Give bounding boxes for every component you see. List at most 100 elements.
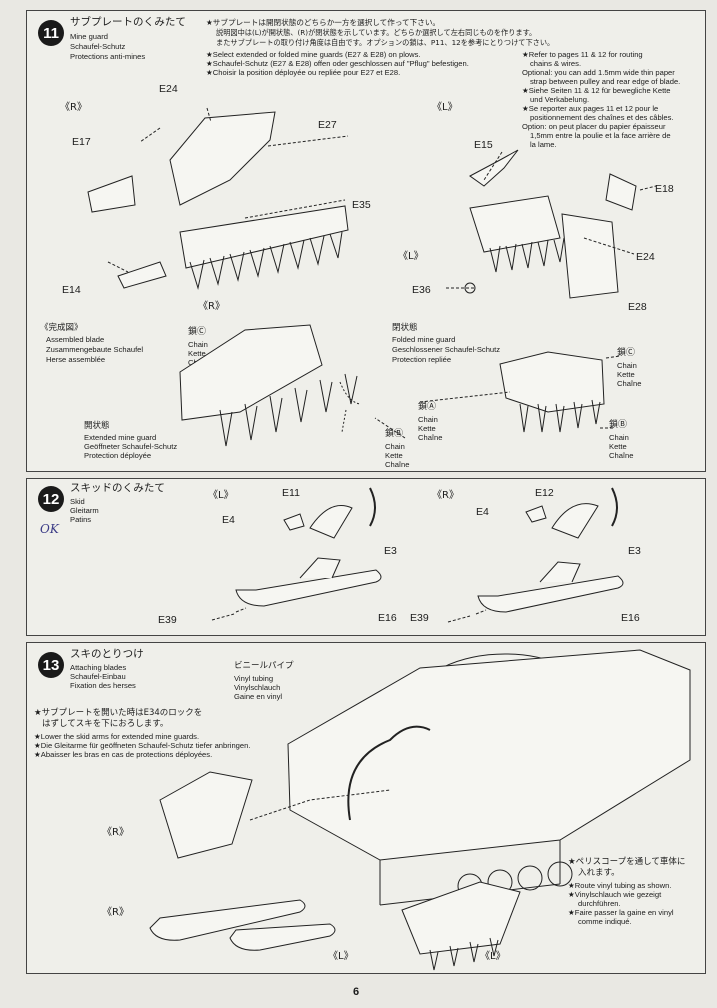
pulley-e36-drawing (464, 282, 476, 294)
side-note-10: 1,5mm entre la poulie et la face arrière… (530, 131, 671, 140)
step-12-number: 12 (38, 486, 64, 512)
plow-teeth-left-drawing (189, 231, 343, 290)
part-label-e14: E14 (62, 284, 81, 296)
side-note-7: ★Se reporter aux pages 11 et 12 pour le (522, 104, 659, 113)
chain-word-5c: Chaîne (609, 451, 634, 460)
handwritten-ok: OK (40, 522, 59, 536)
step-13-title-ja: スキのとりつけ (70, 648, 144, 660)
note-right-1: ★ペリスコープを通して車体に (568, 857, 686, 867)
chain-c-label-1: 鎖Ⓒ (188, 327, 207, 337)
mine-guard-e28-drawing (561, 213, 619, 299)
skid-part-e39-right: E39 (410, 612, 429, 624)
chain-word-4b: Kette (617, 370, 635, 379)
step-11-note-ja-1: ★サブプレートは開閉状態のどちらか一方を選択して作って下さい。 (206, 18, 441, 27)
chain-b-label-1: 鎖Ⓑ (385, 429, 404, 439)
chain-word-4c: Chaîne (617, 379, 642, 388)
side-note-11: la lame. (530, 140, 557, 149)
assembled-label-fr: Herse assemblée (46, 355, 106, 364)
mine-guard-e15-drawing (469, 149, 519, 187)
assembled-label-en: Assembled blade (46, 335, 105, 344)
side-note-9: Option: on peut placer du papier épaisse… (522, 122, 666, 131)
skid-bracket-e4-right-drawing (525, 505, 547, 523)
step-13-title-en: Attaching blades (70, 663, 127, 672)
closed-label-fr: Protection repliée (392, 355, 452, 364)
folded-teeth-drawing (519, 399, 601, 433)
part-label-e36: E36 (412, 284, 431, 296)
plate-e17-drawing (87, 175, 136, 213)
step-11-note-de: ★Schaufel-Schutz (E27 & E28) offen oder … (206, 59, 469, 68)
part-label-e35: E35 (352, 199, 371, 211)
plate-e14-drawing (117, 261, 167, 289)
step-11-note-fr: ★Choisir la position déployée ou repliée… (206, 68, 401, 77)
open-label-en: Extended mine guard (84, 433, 157, 442)
side-note-2: chains & wires. (530, 59, 582, 68)
chain-word-4a: Chain (617, 361, 637, 370)
skid-part-e3-left: E3 (384, 545, 397, 557)
tubing-label-ja: ビニールパイプ (234, 661, 294, 671)
skid-arm-e11-drawing (309, 505, 353, 539)
chain-word-2a: Chain (418, 415, 438, 424)
side-note-8: positionnement des chaînes et des câbles… (530, 113, 674, 122)
side-note-3: Optional: you can add 1.5mm wide thin pa… (522, 68, 675, 77)
open-label-de: Geöffneter Schaufel-Schutz (84, 442, 178, 451)
skid-part-e4-right: E4 (476, 506, 489, 518)
step11-drawings (87, 107, 657, 447)
chain-word-2b: Kette (418, 424, 436, 433)
blade-side-label-r-1: 《R》 (102, 827, 129, 838)
blade-side-label-l-1: 《L》 (328, 951, 354, 962)
note-right-7: comme indiqué. (578, 917, 632, 926)
assembled-blade-drawing (179, 324, 323, 421)
skid-left-drawing (235, 569, 382, 607)
note-right-5: durchführen. (578, 899, 621, 908)
side-label-l: 《L》 (432, 102, 458, 113)
folded-guard-drawing (499, 351, 605, 413)
chain-b-label-2: 鎖Ⓑ (609, 420, 628, 430)
skid-side-label-r: 《R》 (432, 490, 459, 501)
part-label-e28: E28 (628, 301, 647, 313)
chain-c-label-2: 鎖Ⓒ (617, 348, 636, 358)
plow-blade-left-drawing (179, 205, 349, 269)
part-label-e24: E24 (159, 83, 178, 95)
skid-part-e11: E11 (282, 487, 300, 499)
side-note-1: ★Refer to pages 11 & 12 for routing (522, 50, 643, 59)
closed-label-en: Folded mine guard (392, 335, 456, 344)
tubing-label-fr: Gaine en vinyl (234, 692, 283, 701)
note-left-5: ★Abaisser les bras en cas de protections… (34, 750, 213, 759)
step-11-title-en: Mine guard (70, 32, 108, 41)
note-right-3: ★Route vinyl tubing as shown. (568, 881, 672, 890)
step-12-title-ja: スキッドのくみたて (70, 482, 165, 494)
page-number: 6 (353, 986, 360, 998)
step-11-title-de: Schaufel-Schutz (70, 42, 126, 51)
chain-word-1a: Chain (188, 340, 208, 349)
skid-right-drawing (477, 575, 624, 613)
note-left-4: ★Die Gleitarme für geöffneten Schaufel-S… (34, 741, 251, 750)
chain-drawing (339, 381, 361, 433)
assembled-label-de: Zusammengebaute Schaufel (46, 345, 144, 354)
side-note-6: und Verkabelung. (530, 95, 590, 104)
skid-arm-e12-drawing (551, 503, 599, 539)
chain-word-3c: Chaîne (385, 460, 410, 469)
note-left-2: はずしてスキを下におろします。 (42, 719, 169, 729)
blade-l-upper-drawing (401, 881, 521, 955)
skid-bracket-e4-left-drawing (283, 513, 305, 531)
step-13-number: 13 (38, 652, 64, 678)
chain-word-1b: Kette (188, 349, 206, 358)
step13-drawings (149, 649, 691, 971)
note-right-2: 入れます。 (578, 868, 620, 878)
step-12-title-en: Skid (70, 497, 85, 506)
step-11-number: 11 (38, 20, 64, 46)
chain-word-5a: Chain (609, 433, 629, 442)
part-label-e18: E18 (655, 183, 674, 195)
step-12-title-de: Gleitarm (70, 506, 99, 515)
chain-a-label: 鎖Ⓐ (418, 402, 437, 412)
skid-part-e39-left: E39 (158, 614, 177, 626)
blade-r-lower-drawing (149, 899, 306, 941)
blade-l-teeth-drawing (429, 937, 499, 971)
plow-blade-right-drawing (469, 195, 561, 253)
side-label-r-bottom: 《R》 (198, 301, 225, 312)
tubing-label-en: Vinyl tubing (234, 674, 274, 683)
part-label-e17: E17 (72, 136, 91, 148)
step-11-note-ja-2: 説明図中は(L)が開状態、(R)が閉状態を示しています。どちらか選択して左右同じ… (216, 28, 537, 37)
skid-part-e16-right: E16 (621, 612, 640, 624)
